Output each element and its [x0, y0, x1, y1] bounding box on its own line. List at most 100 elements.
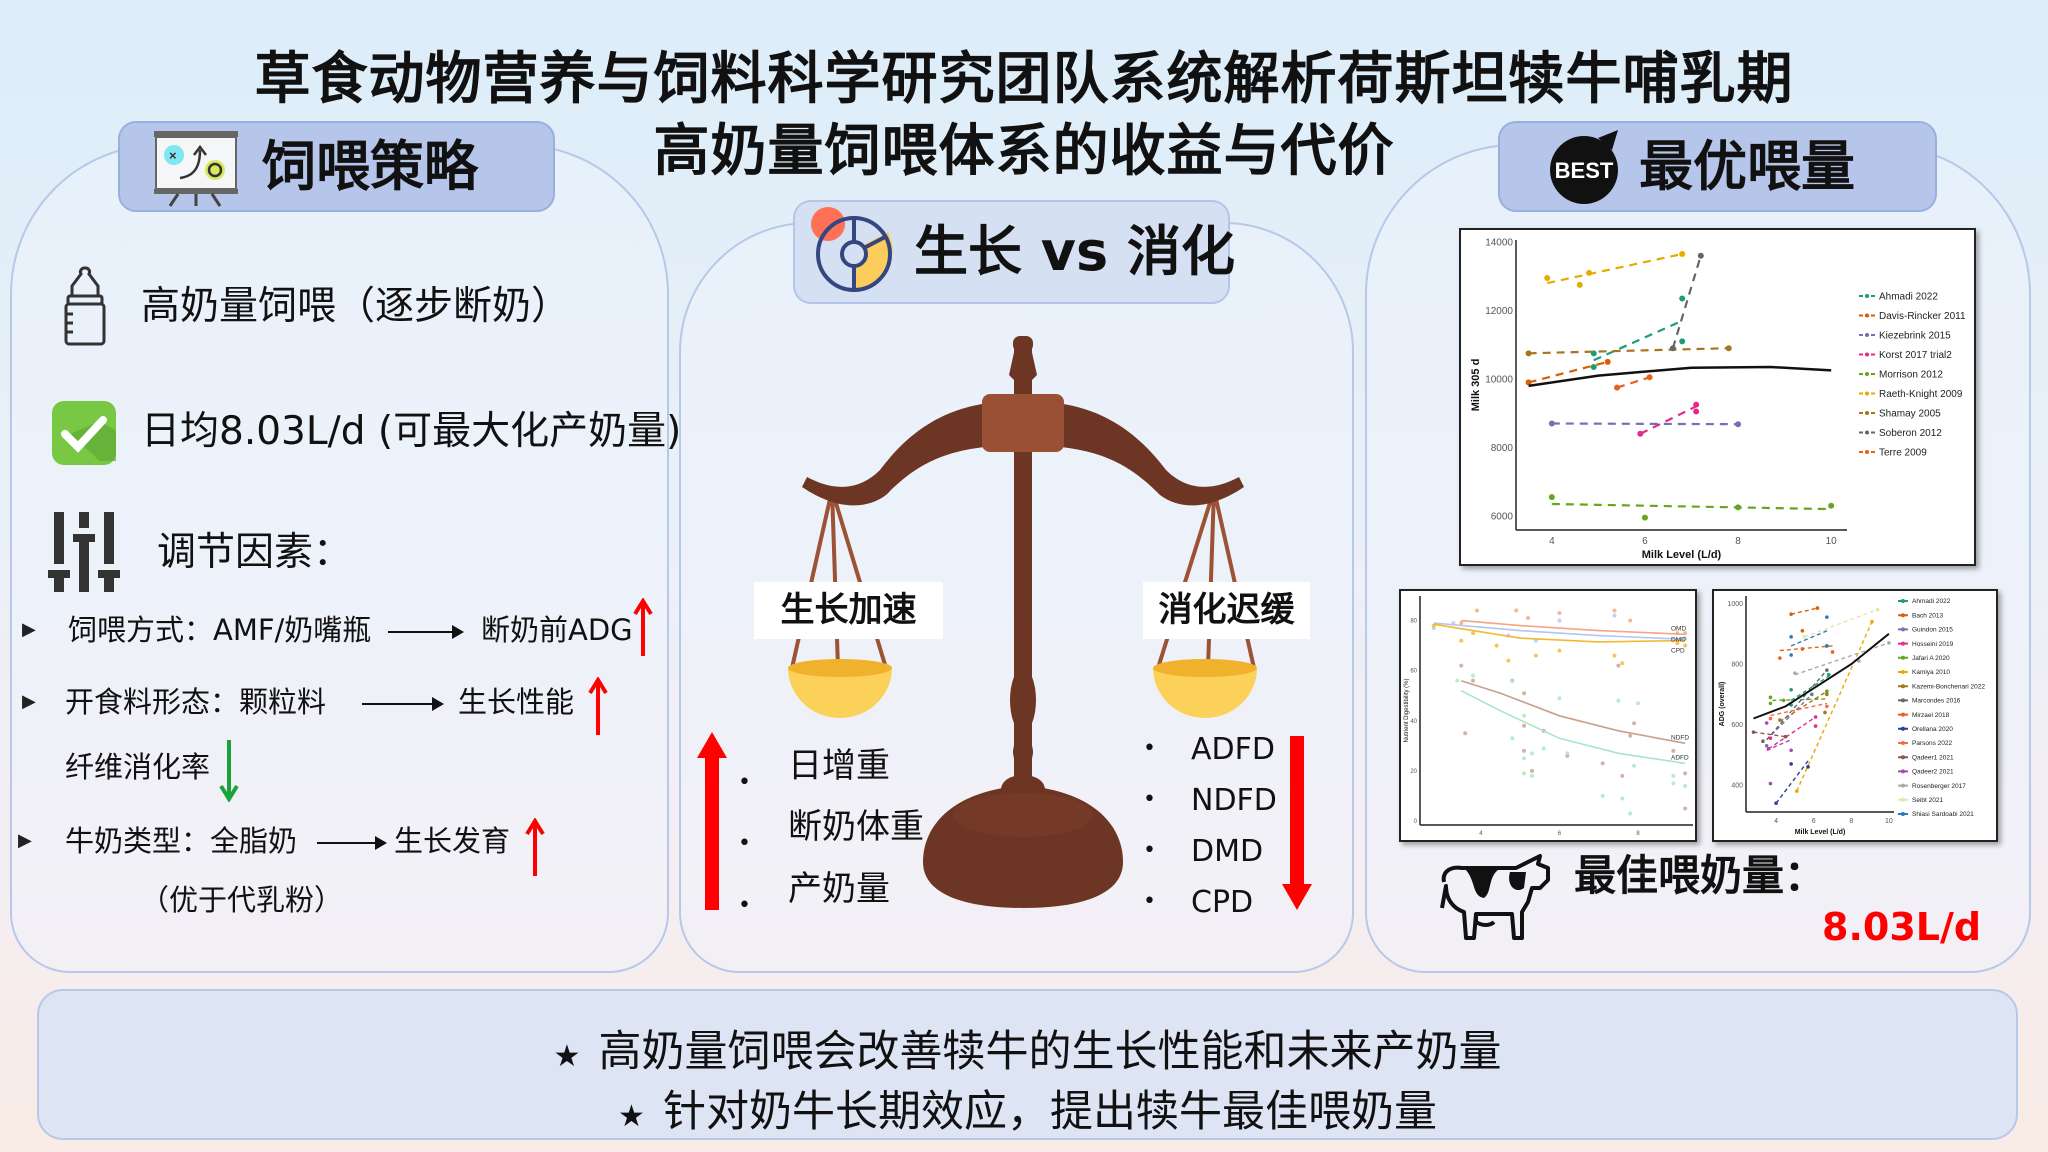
legend-label: Kazemi-Bonchenari 2022 — [1912, 683, 1985, 690]
x-tick-label: 10 — [1826, 536, 1838, 547]
data-point — [1671, 781, 1676, 786]
x-tick-label: 6 — [1642, 536, 1648, 547]
data-point — [1620, 661, 1625, 666]
data-point — [1825, 615, 1829, 619]
strategy-board-icon: × — [154, 131, 238, 207]
series-line — [1433, 622, 1686, 641]
digestion-item: NDFD — [1191, 783, 1277, 818]
bullet-triangle-icon: ▶ — [22, 619, 36, 640]
digestion-item: CPD — [1191, 885, 1254, 920]
y-axis-label: Nutrient Digestibility (%) — [1404, 678, 1410, 742]
bullet-dot-icon: • — [1143, 889, 1156, 914]
y-tick-label: 40 — [1410, 719, 1417, 725]
legend-label: Shamay 2005 — [1879, 408, 1941, 419]
y-tick-label: 80 — [1410, 619, 1417, 625]
data-point — [1522, 691, 1527, 696]
x-axis-label: Milk Level (L/d) — [1795, 829, 1846, 836]
data-point — [1825, 704, 1829, 709]
series-line — [1460, 689, 1686, 765]
series-line — [1772, 698, 1827, 702]
data-point — [1590, 364, 1597, 371]
arrow-right-icon — [362, 697, 444, 711]
star-icon: ★ — [618, 1099, 645, 1134]
series-line — [1768, 716, 1816, 750]
y-tick-label: 60 — [1410, 669, 1417, 675]
x-tick-label: 4 — [1774, 818, 1778, 825]
conclusion-box: ★高奶量饲喂会改善犊牛的生长性能和未来产奶量 ★针对奶牛长期效应，提出犊牛最佳喂… — [37, 989, 2018, 1140]
data-point — [1529, 768, 1534, 773]
data-point — [1697, 252, 1704, 259]
series-line — [1770, 702, 1828, 717]
legend-marker — [1865, 352, 1869, 357]
legend-label: Hosseini 2019 — [1912, 641, 1954, 648]
data-point — [1522, 771, 1527, 776]
daily-amount-text: 日均8.03L/d (可最大化产奶量) — [141, 409, 682, 454]
data-point — [1671, 748, 1676, 753]
data-point — [1529, 773, 1534, 778]
y-tick-label: 0 — [1414, 819, 1418, 825]
bullet-dot-icon: • — [738, 893, 751, 918]
data-point — [1474, 608, 1479, 613]
series-line — [1790, 675, 1830, 701]
data-point — [1471, 673, 1476, 678]
data-point — [1764, 721, 1769, 725]
legend-marker — [1901, 655, 1905, 660]
series-line — [1775, 760, 1809, 804]
legend-marker — [1901, 698, 1905, 703]
legend-label: Korst 2017 trial2 — [1879, 350, 1952, 361]
data-point — [1600, 761, 1605, 766]
y-tick-label: 600 — [1731, 722, 1743, 729]
legend-label: Bach 2013 — [1912, 612, 1943, 619]
data-point — [1764, 743, 1769, 748]
data-point — [1800, 628, 1805, 633]
data-point — [1826, 672, 1831, 677]
feeding-strategy-panel — [10, 144, 669, 973]
conclusion-line-2: ★针对奶牛长期效应，提出犊牛最佳喂奶量 — [39, 1077, 2016, 1139]
data-point — [1789, 748, 1793, 753]
legend-marker — [1901, 641, 1905, 646]
data-point — [1823, 710, 1827, 715]
data-point — [1604, 358, 1611, 365]
legend-marker — [1901, 684, 1905, 689]
series-label: CPD — [1671, 647, 1685, 654]
y-tick-label: 14000 — [1485, 237, 1513, 248]
data-point — [1789, 762, 1793, 766]
sliders-icon — [48, 512, 120, 592]
y-tick-label: 20 — [1410, 769, 1417, 775]
data-point — [1778, 656, 1782, 660]
data-point — [1693, 408, 1700, 415]
scale-left-strings — [790, 489, 888, 669]
data-point — [1620, 773, 1625, 778]
series-line — [1528, 347, 1729, 355]
data-point — [1620, 796, 1625, 801]
data-point — [1557, 618, 1562, 623]
legend-marker — [1865, 411, 1869, 415]
series-line — [1551, 502, 1832, 511]
feeding-strategy-title: 饲喂策略 — [262, 135, 478, 198]
legend-marker — [1901, 783, 1905, 788]
data-point — [1683, 806, 1688, 811]
legend-marker — [1901, 755, 1905, 760]
series-line — [1804, 608, 1878, 638]
growth-item: 断奶体重 — [788, 807, 924, 847]
x-tick-label: 8 — [1735, 536, 1741, 547]
bullet-triangle-icon: ▶ — [22, 691, 36, 712]
legend-label: Raeth-Knight 2009 — [1879, 389, 1963, 400]
y-axis-label: Milk 305 d — [1470, 359, 1482, 412]
x-tick-label: 6 — [1812, 818, 1816, 825]
growth-item: 日增重 — [788, 746, 890, 786]
legend-marker — [1901, 797, 1905, 802]
series-line — [1779, 645, 1833, 652]
best-badge-icon: BEST — [1550, 130, 1618, 204]
series-line — [1766, 669, 1828, 741]
data-point — [1463, 731, 1468, 736]
title-line-2: 高奶量饲喂体系的收益与代价 — [653, 119, 1395, 184]
series-label: OMD — [1671, 625, 1686, 632]
data-point — [1616, 698, 1621, 703]
data-point — [1514, 608, 1519, 613]
series-line — [1551, 422, 1739, 426]
legend-label: Davis-Rincker 2011 — [1879, 311, 1966, 322]
